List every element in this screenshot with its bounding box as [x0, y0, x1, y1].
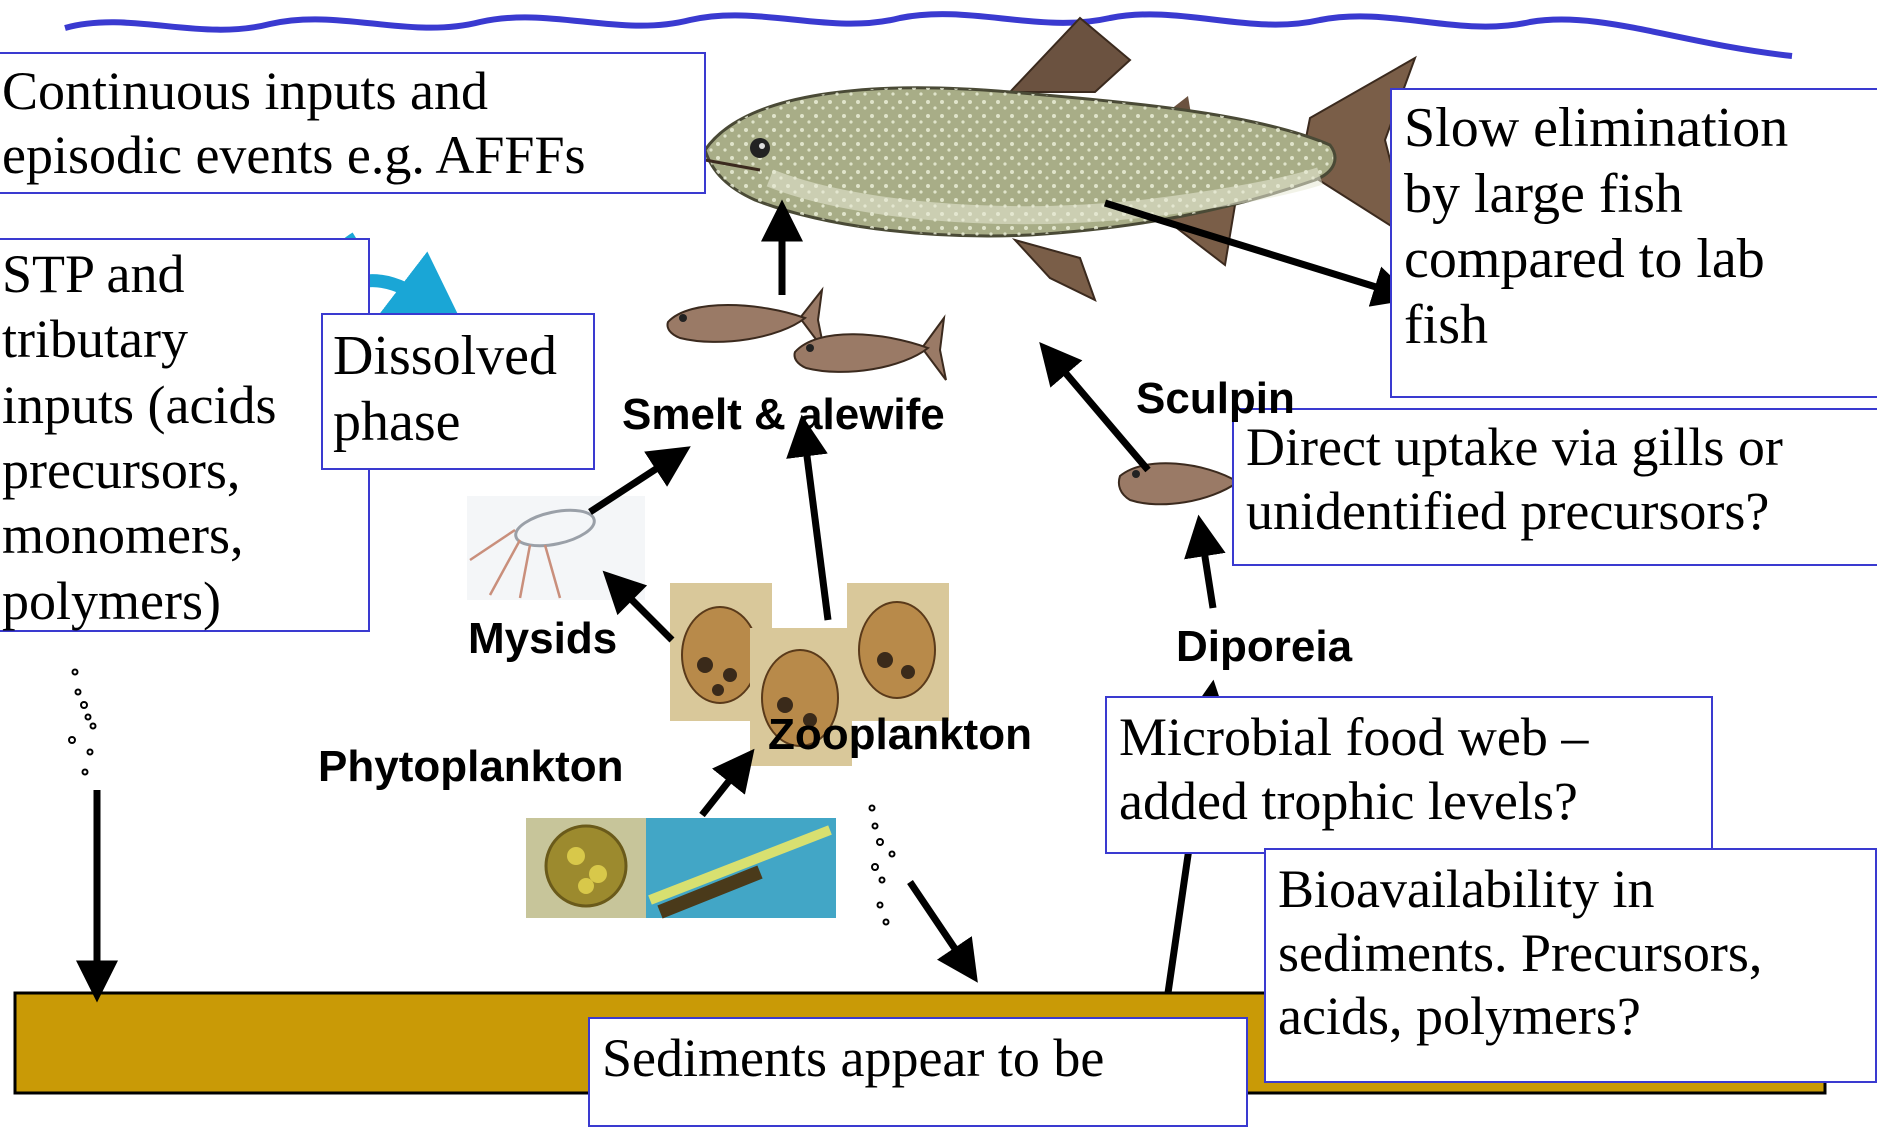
- zooplankton-image-3: [847, 583, 949, 721]
- label-mysids: Mysids: [468, 614, 617, 664]
- dissolved-phase-line-1: Dissolved: [333, 323, 593, 389]
- arrow-fish-elimination: [1105, 203, 1405, 296]
- arrow-sculpin-to-fish: [1046, 350, 1148, 470]
- smelt-fish-icon: [668, 290, 825, 350]
- continuous-inputs-box: Continuous inputs and episodic events e.…: [0, 52, 706, 194]
- arrow-zooplankton-to-alewife: [803, 425, 828, 620]
- bioavailability-box: Bioavailability in sediments. Precursors…: [1264, 848, 1877, 1083]
- bubbles-left: [69, 670, 96, 775]
- slow-elimination-line-4: fish: [1404, 293, 1877, 359]
- stp-inputs-line-4: precursors,: [2, 438, 368, 503]
- large-fish-illustration: [705, 18, 1415, 300]
- water-surface-line: [65, 14, 1792, 56]
- bioavailability-line-3: acids, polymers?: [1278, 985, 1875, 1049]
- stp-inputs-line-1: STP and: [2, 242, 368, 307]
- stp-inputs-line-3: inputs (acids: [2, 373, 368, 438]
- dissolved-phase-line-2: phase: [333, 389, 593, 455]
- sediments-line-1: Sediments appear to be: [602, 1027, 1246, 1091]
- slow-elimination-line-2: by large fish: [1404, 162, 1877, 228]
- label-zooplankton: Zooplankton: [768, 710, 1032, 760]
- label-sculpin: Sculpin: [1136, 374, 1295, 424]
- bubbles-center: [870, 806, 895, 925]
- label-diporeia: Diporeia: [1176, 622, 1352, 672]
- sediments-box: Sediments appear to be: [588, 1017, 1248, 1127]
- stp-inputs-box: STP and tributary inputs (acids precurso…: [0, 238, 370, 632]
- label-smelt-alewife: Smelt & alewife: [622, 390, 945, 440]
- phytoplankton-image: [526, 818, 836, 918]
- label-phytoplankton: Phytoplankton: [318, 742, 624, 792]
- arrow-diporeia-to-sculpin: [1200, 525, 1213, 608]
- direct-uptake-line-1: Direct uptake via gills or: [1246, 416, 1877, 480]
- continuous-inputs-line-1: Continuous inputs and: [2, 60, 704, 124]
- dissolved-phase-box: Dissolved phase: [321, 313, 595, 470]
- stp-inputs-line-5: monomers,: [2, 503, 368, 568]
- stp-inputs-line-2: tributary: [2, 307, 368, 372]
- microbial-food-web-line-2: added trophic levels?: [1119, 770, 1711, 834]
- slow-elimination-line-1: Slow elimination: [1404, 96, 1877, 162]
- bioavailability-line-1: Bioavailability in: [1278, 858, 1875, 922]
- continuous-inputs-line-2: episodic events e.g. AFFFs: [2, 124, 704, 188]
- direct-uptake-line-2: unidentified precursors?: [1246, 480, 1877, 544]
- microbial-food-web-box: Microbial food web – added trophic level…: [1105, 696, 1713, 854]
- slow-elimination-box: Slow elimination by large fish compared …: [1390, 88, 1877, 398]
- bioavailability-line-2: sediments. Precursors,: [1278, 922, 1875, 986]
- direct-uptake-box: Direct uptake via gills or unidentified …: [1232, 408, 1877, 566]
- microbial-food-web-line-1: Microbial food web –: [1119, 706, 1711, 770]
- arrow-phytoplankton-to-zooplankton: [702, 757, 748, 815]
- slow-elimination-line-3: compared to lab: [1404, 227, 1877, 293]
- stp-inputs-line-6: polymers): [2, 569, 368, 634]
- arrow-deposition-center: [910, 882, 972, 974]
